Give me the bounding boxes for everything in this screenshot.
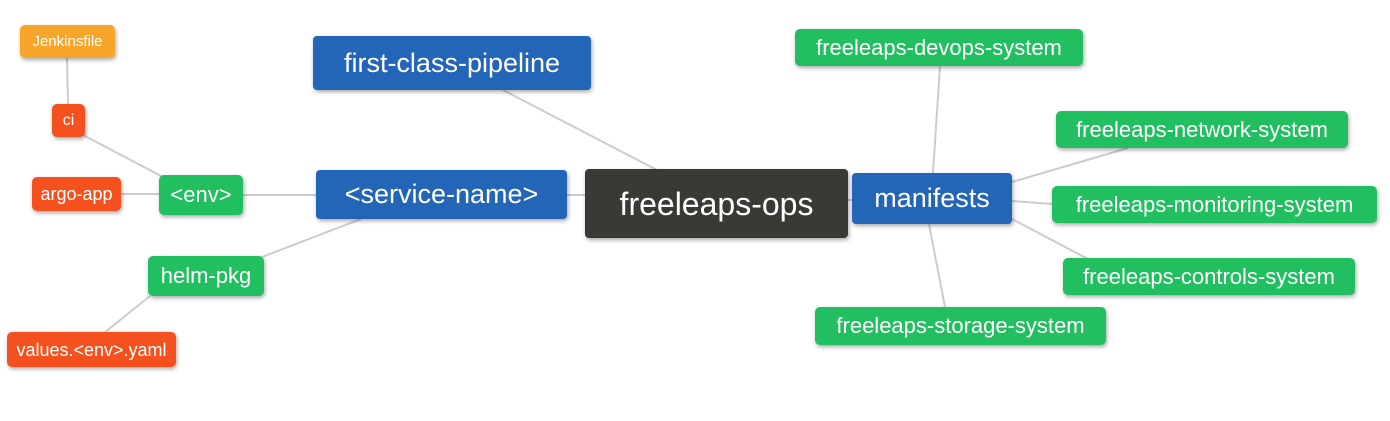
edge-helm-pkg-values-env-yaml bbox=[103, 295, 151, 334]
node-ci[interactable]: ci bbox=[52, 104, 85, 137]
node-argo-app[interactable]: argo-app bbox=[32, 177, 121, 211]
edge-ci-env bbox=[82, 134, 164, 178]
node-first-class-pipeline[interactable]: first-class-pipeline bbox=[313, 36, 591, 90]
edge-manifests-monitoring-system bbox=[1011, 200, 1053, 205]
node-freeleaps-ops[interactable]: freeleaps-ops bbox=[585, 169, 848, 238]
node-env[interactable]: <env> bbox=[159, 175, 243, 215]
node-freeleaps-monitoring-system[interactable]: freeleaps-monitoring-system bbox=[1052, 186, 1377, 223]
node-values-env-yaml[interactable]: values.<env>.yaml bbox=[7, 332, 176, 367]
node-freeleaps-network-system[interactable]: freeleaps-network-system bbox=[1056, 111, 1348, 148]
edge-service-name-helm-pkg bbox=[261, 218, 362, 258]
node-helm-pkg[interactable]: helm-pkg bbox=[148, 256, 264, 296]
node-freeleaps-devops-system[interactable]: freeleaps-devops-system bbox=[795, 29, 1083, 66]
edge-pipeline-freeleaps-ops bbox=[502, 89, 658, 171]
node-service-name[interactable]: <service-name> bbox=[316, 170, 567, 219]
edge-manifests-controls-system bbox=[1011, 218, 1089, 260]
node-freeleaps-storage-system[interactable]: freeleaps-storage-system bbox=[815, 307, 1106, 345]
node-freeleaps-controls-system[interactable]: freeleaps-controls-system bbox=[1063, 258, 1355, 295]
node-manifests[interactable]: manifests bbox=[852, 173, 1012, 224]
node-jenkinsfile[interactable]: Jenkinsfile bbox=[20, 25, 115, 58]
edge-manifests-network-system bbox=[1011, 147, 1129, 183]
edge-manifests-devops-system bbox=[932, 65, 941, 174]
edge-jenkinsfile-ci bbox=[66, 57, 69, 105]
edge-manifests-storage-system bbox=[928, 223, 946, 308]
